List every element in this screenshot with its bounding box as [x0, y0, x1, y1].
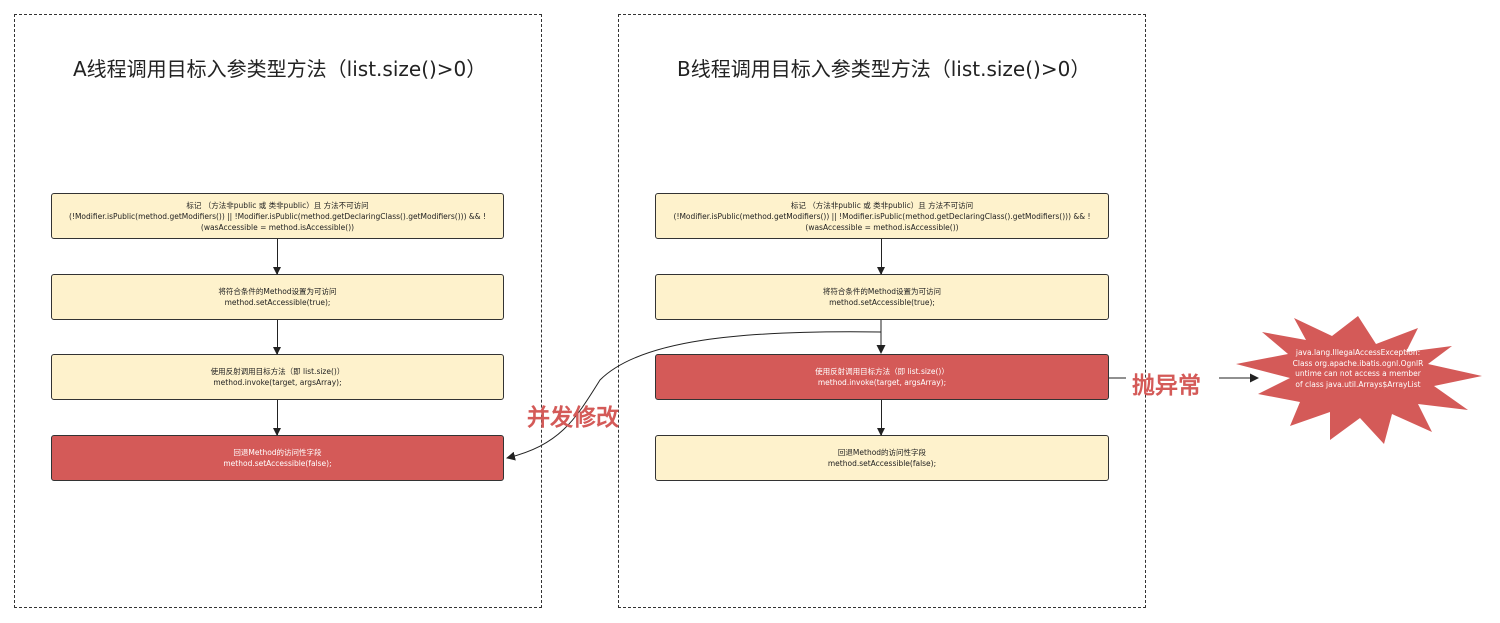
step-line: 使用反射调用目标方法（即 list.size()） — [815, 367, 949, 376]
step-line: (!Modifier.isPublic(method.getModifiers(… — [673, 211, 1091, 221]
thread-b-title: B线程调用目标入参类型方法（list.size()>0） — [677, 57, 1091, 81]
step-line: (wasAccessible = method.isAccessible()) — [200, 222, 355, 232]
thread-a-step-set-accessible: 将符合条件的Method设置为可访问 method.setAccessible(… — [51, 274, 504, 320]
thread-b-flow-arrow — [877, 400, 885, 436]
thread-a-flow-arrow — [273, 239, 281, 275]
step-line: 标记 （方法非public 或 类非public）且 方法不可访问 — [186, 200, 369, 210]
thread-a-flow-arrow — [273, 320, 281, 355]
thread-a-step-restore: 回退Method的访问性字段 method.setAccessible(fals… — [51, 435, 504, 481]
step-line: (!Modifier.isPublic(method.getModifiers(… — [69, 211, 486, 221]
thread-a-step-mark-accessible: 标记 （方法非public 或 类非public）且 方法不可访问 (!Modi… — [51, 193, 504, 239]
step-line: 使用反射调用目标方法（即 list.size()） — [210, 367, 345, 376]
step-line: 回退Method的访问性字段 — [233, 448, 322, 457]
thread-b-step-mark-accessible: 标记 （方法非public 或 类非public）且 方法不可访问 (!Modi… — [655, 193, 1109, 239]
step-line: method.setAccessible(false); — [827, 459, 937, 468]
thread-b-step-invoke: 使用反射调用目标方法（即 list.size()） method.invoke(… — [655, 354, 1109, 400]
step-line: 将符合条件的Method设置为可访问 — [822, 287, 942, 296]
thread-a-flow-arrow — [273, 400, 281, 436]
step-line: 回退Method的访问性字段 — [837, 448, 927, 457]
step-line: 将符合条件的Method设置为可访问 — [218, 287, 337, 296]
concurrent-modification-arrow — [506, 331, 882, 461]
step-line: 标记 （方法非public 或 类非public）且 方法不可访问 — [790, 200, 974, 210]
exception-burst-shape — [1236, 316, 1482, 444]
exception-line: Class org.apache.ibatis.ognl.OgnlR — [1292, 358, 1424, 368]
step-line: method.setAccessible(false); — [223, 459, 332, 468]
step-line: method.invoke(target, argsArray); — [817, 378, 947, 387]
throw-exception-label: 抛异常 — [1132, 373, 1201, 399]
exception-line: untime can not access a member — [1295, 369, 1421, 378]
step-line: method.setAccessible(true); — [224, 298, 331, 307]
thread-b-flow-arrow — [877, 239, 885, 275]
exception-message: java.lang.IllegalAccessException: Class … — [1284, 348, 1432, 390]
thread-a-step-invoke: 使用反射调用目标方法（即 list.size()） method.invoke(… — [51, 354, 504, 400]
concurrent-modification-label: 并发修改 — [527, 405, 619, 431]
thread-b-step-set-accessible: 将符合条件的Method设置为可访问 method.setAccessible(… — [655, 274, 1109, 320]
step-line: method.invoke(target, argsArray); — [213, 378, 342, 387]
step-line: (wasAccessible = method.isAccessible()) — [805, 222, 959, 232]
exception-line: of class java.util.Arrays$ArrayList — [1295, 379, 1421, 389]
step-line: method.setAccessible(true); — [829, 298, 935, 307]
thread-a-panel: A线程调用目标入参类型方法（list.size()>0） — [14, 14, 542, 608]
exception-line: java.lang.IllegalAccessException: — [1295, 348, 1421, 357]
thread-b-panel: B线程调用目标入参类型方法（list.size()>0） — [618, 14, 1146, 608]
thread-a-title: A线程调用目标入参类型方法（list.size()>0） — [73, 57, 487, 81]
